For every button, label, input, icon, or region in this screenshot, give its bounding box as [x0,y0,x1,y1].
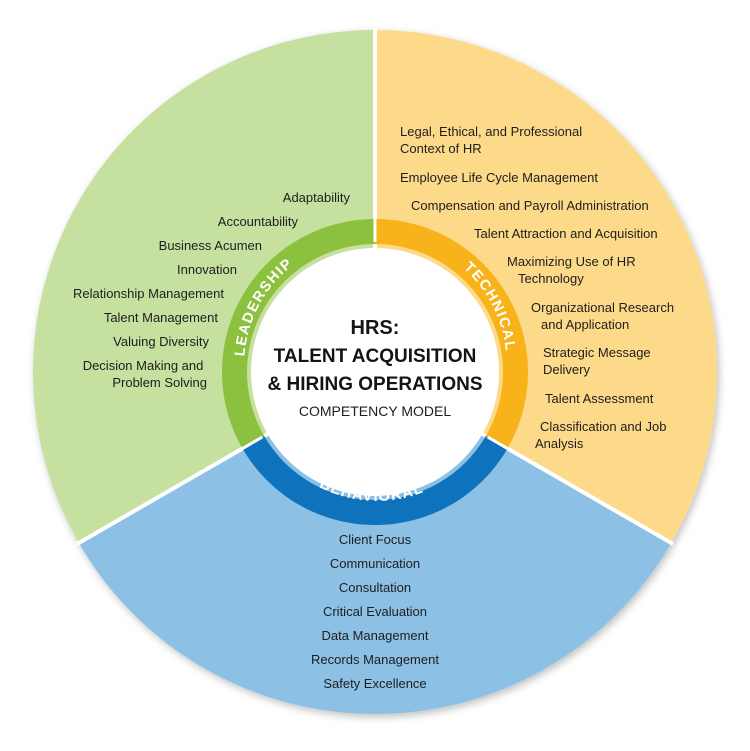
list-item: Classification and Job Analysis [535,419,670,451]
list-item: Critical Evaluation [323,604,427,619]
leadership-ring [222,219,375,449]
list-item: Strategic Message Delivery [543,345,654,377]
list-item: Legal, Ethical, and Professional Context… [400,124,586,156]
center-title-line1: HRS: [351,317,400,339]
list-item: Adaptability [283,190,351,205]
behavioral-items: Client Focus Communication Consultation … [311,532,439,691]
list-item: Talent Attraction and Acquisition [474,226,658,241]
center-title-line3: & HIRING OPERATIONS [268,374,483,395]
list-item: Accountability [218,214,299,229]
list-item: Organizational Research and Application [531,300,678,332]
list-item: Talent Assessment [545,391,654,406]
behavioral-segment [78,372,672,714]
leadership-items: Adaptability Accountability Business Acu… [73,190,351,390]
list-item: Valuing Diversity [113,334,209,349]
list-item: Client Focus [339,532,412,547]
list-item: Employee Life Cycle Management [400,170,598,185]
list-item: Communication [330,556,420,571]
list-item: Maximizing Use of HR Technology [507,254,639,286]
behavioral-ring [242,436,508,525]
list-item: Decision Making and Problem Solving [83,358,207,390]
list-item: Compensation and Payroll Administration [411,198,649,213]
list-item: Data Management [322,628,429,643]
outer-wheel [33,30,717,714]
list-item: Innovation [177,262,237,277]
ring-dividers [240,218,510,451]
list-item: Talent Management [104,310,219,325]
list-item: Consultation [339,580,411,595]
center-disc [251,248,499,496]
technical-ring [375,219,528,449]
list-item: Records Management [311,652,439,667]
list-item: Safety Excellence [323,676,426,691]
center-title-line2: TALENT ACQUISITION [274,346,477,367]
technical-items: Legal, Ethical, and Professional Context… [400,124,678,451]
center-subtitle: COMPETENCY MODEL [299,403,451,419]
inner-ring [222,219,528,525]
list-item: Relationship Management [73,286,224,301]
list-item: Business Acumen [159,238,262,253]
